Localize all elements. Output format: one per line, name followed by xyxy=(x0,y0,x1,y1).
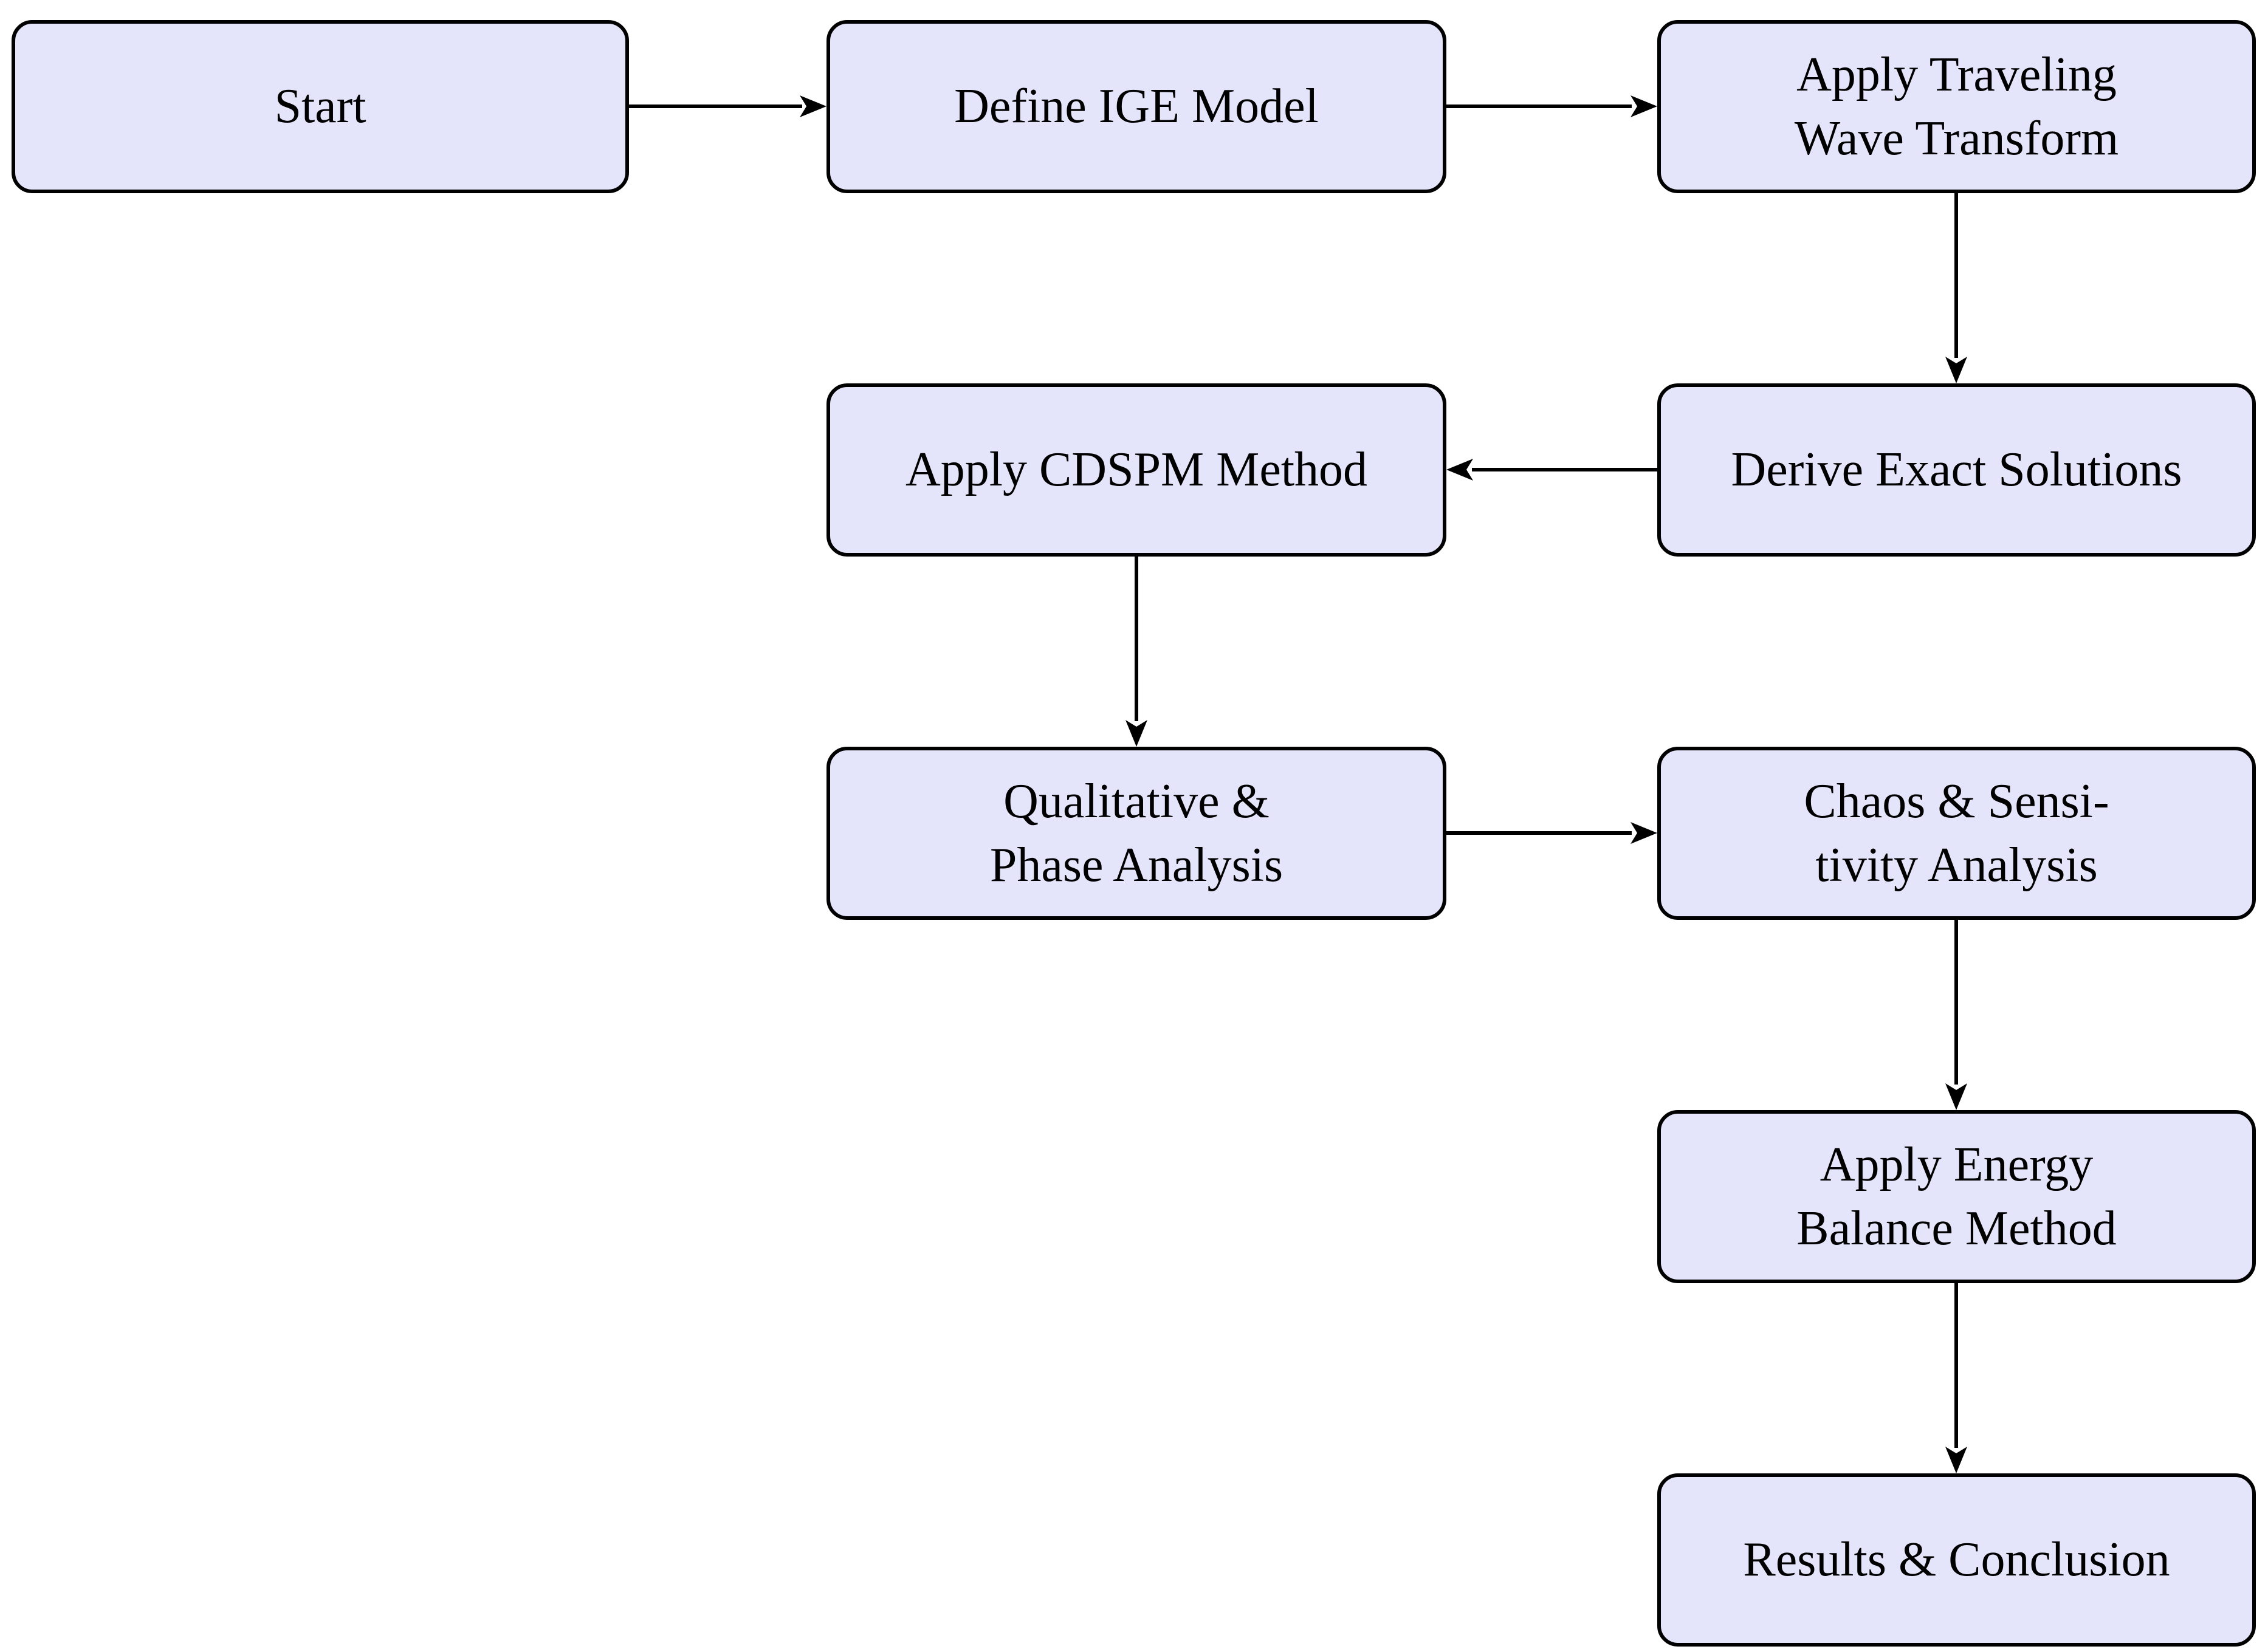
node-define-ige-model-label: Define IGE Model xyxy=(954,80,1319,133)
arrow-head xyxy=(800,95,826,117)
node-apply-energy-balance-method: Apply Energy Balance Method xyxy=(1657,1110,2256,1283)
node-apply-cdspm-method-label: Apply CDSPM Method xyxy=(905,443,1368,496)
node-chaos-sensitivity-analysis: Chaos & Sensi- tivity Analysis xyxy=(1657,747,2256,920)
node-apply-energy-balance-method-label-line1: Apply Energy xyxy=(1820,1137,2094,1191)
arrow-shaft xyxy=(629,105,802,108)
node-apply-energy-balance-method-label-line2: Balance Method xyxy=(1796,1201,2117,1255)
arrow-shaft xyxy=(1135,557,1138,721)
node-apply-cdspm-method: Apply CDSPM Method xyxy=(826,383,1446,557)
node-derive-exact-solutions: Derive Exact Solutions xyxy=(1657,383,2256,557)
arrow-shaft xyxy=(1446,105,1632,108)
node-define-ige-model: Define IGE Model xyxy=(826,20,1446,193)
node-start-label: Start xyxy=(274,80,366,133)
node-chaos-sensitivity-analysis-label-line1: Chaos & Sensi- xyxy=(1804,774,2109,828)
node-results-conclusion: Results & Conclusion xyxy=(1657,1473,2256,1647)
node-apply-traveling-wave-transform: Apply Traveling Wave Transform xyxy=(1657,20,2256,193)
node-apply-traveling-wave-transform-label-line2: Wave Transform xyxy=(1794,111,2119,165)
arrow-shaft xyxy=(1954,193,1958,358)
node-apply-traveling-wave-transform-label-line1: Apply Traveling xyxy=(1796,47,2117,101)
node-start: Start xyxy=(12,20,629,193)
node-qualitative-phase-analysis: Qualitative & Phase Analysis xyxy=(826,747,1446,920)
node-results-conclusion-label: Results & Conclusion xyxy=(1743,1533,2170,1586)
arrow-shaft xyxy=(1472,468,1657,471)
arrow-head xyxy=(1945,1083,1967,1110)
arrow-shaft xyxy=(1446,831,1632,835)
arrow-head xyxy=(1631,95,1657,117)
node-qualitative-phase-analysis-label-line2: Phase Analysis xyxy=(989,838,1283,892)
arrow-head xyxy=(1945,1447,1967,1473)
arrow-head xyxy=(1125,720,1147,747)
node-qualitative-phase-analysis-label-line1: Qualitative & xyxy=(1003,774,1270,828)
arrow-shaft xyxy=(1954,1283,1958,1448)
node-derive-exact-solutions-label: Derive Exact Solutions xyxy=(1731,443,2182,496)
arrow-head xyxy=(1945,357,1967,383)
arrow-head xyxy=(1446,459,1473,481)
node-chaos-sensitivity-analysis-label-line2: tivity Analysis xyxy=(1815,838,2098,892)
arrow-head xyxy=(1631,822,1657,844)
arrow-shaft xyxy=(1954,920,1958,1085)
